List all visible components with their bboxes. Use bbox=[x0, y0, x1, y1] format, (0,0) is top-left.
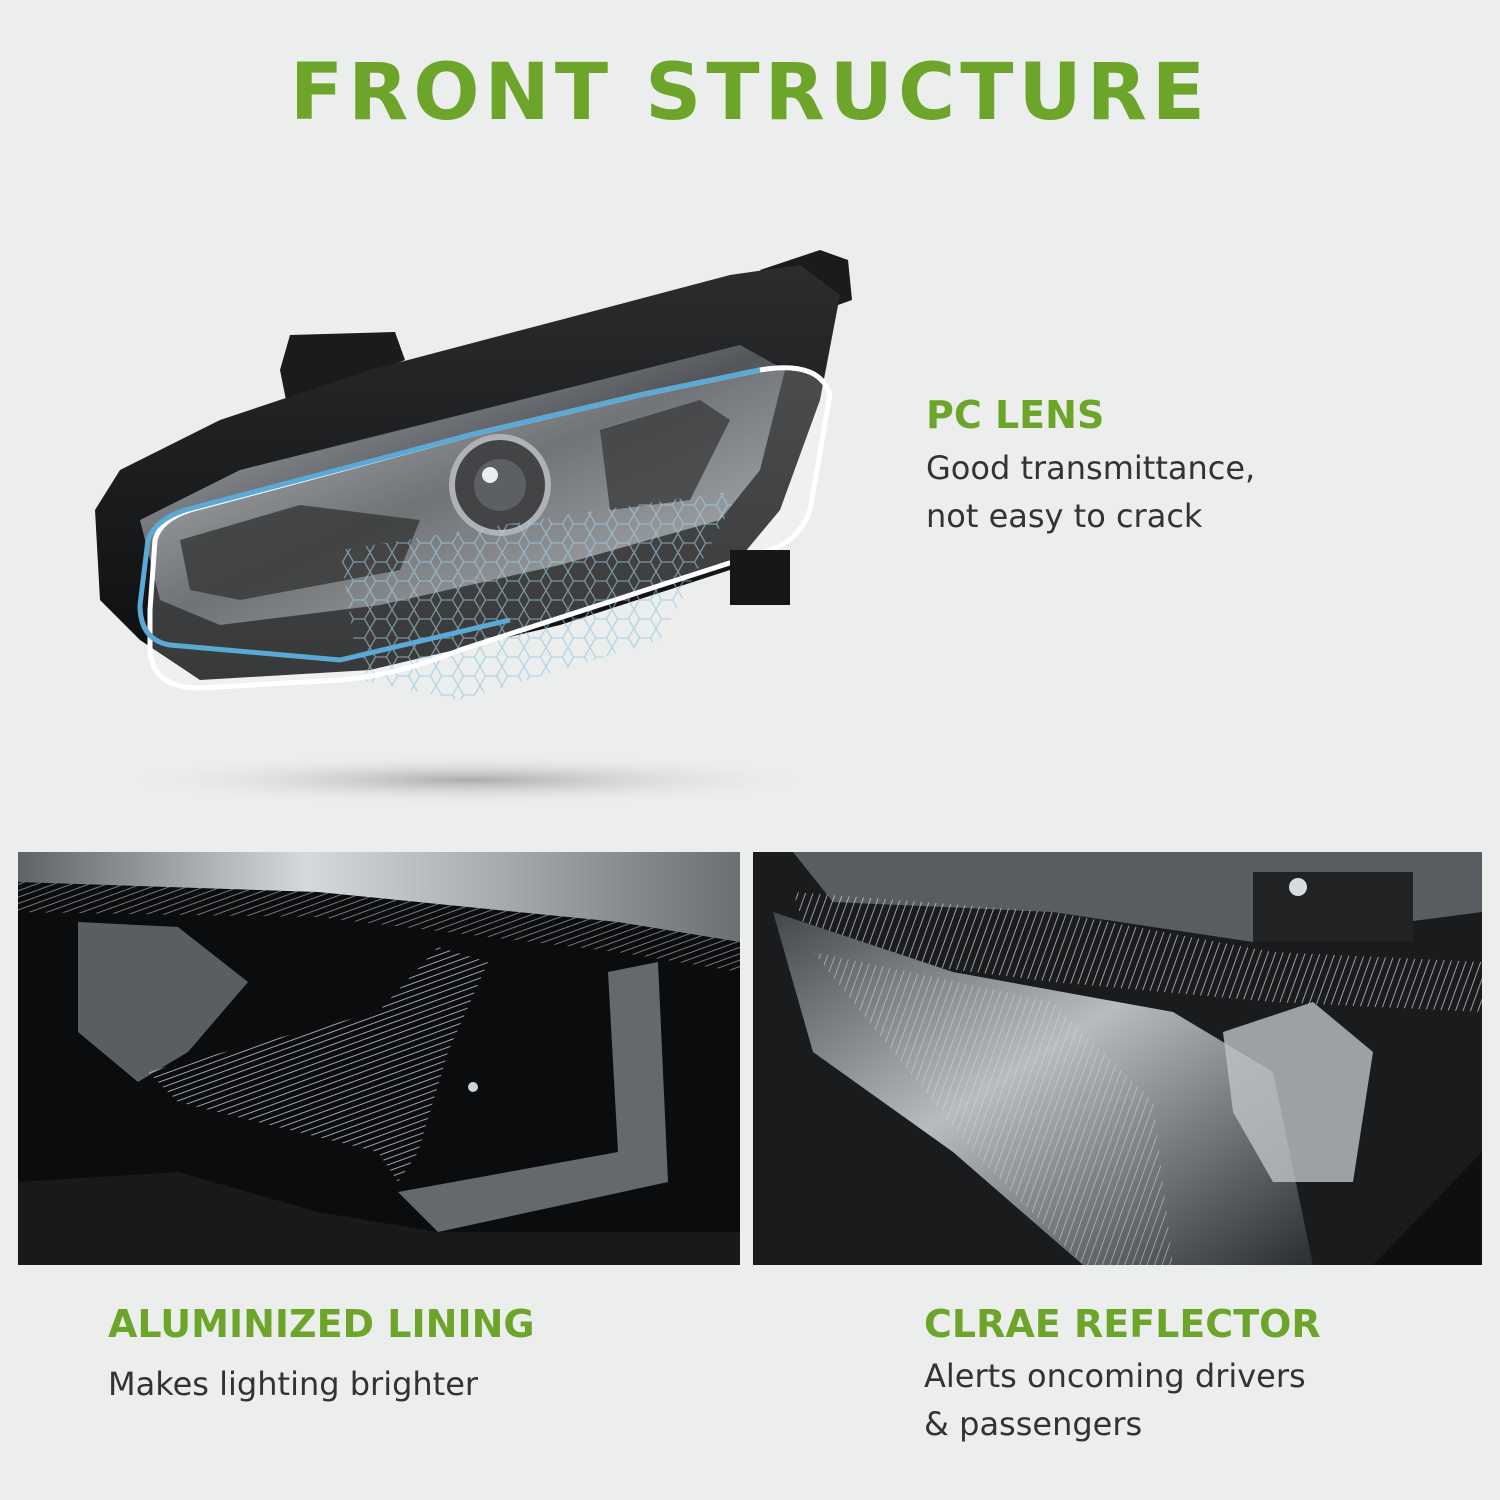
aluminized-lining-title: ALUMINIZED LINING bbox=[108, 1302, 535, 1346]
pc-lens-outline bbox=[137, 367, 761, 606]
chrome-bezel bbox=[148, 947, 488, 1182]
chrome-frame-right bbox=[398, 962, 668, 1232]
pc-lens-description-line1: Good transmittance, bbox=[926, 449, 1256, 487]
upper-reflector bbox=[78, 922, 248, 1082]
turn-signal-recess bbox=[600, 400, 730, 510]
headlight-hero-image bbox=[40, 220, 920, 820]
screw-hole bbox=[468, 1082, 478, 1092]
clear-reflector-title: CLRAE REFLECTOR bbox=[924, 1302, 1321, 1346]
projector-highlight bbox=[482, 467, 498, 483]
lower-right-housing bbox=[1373, 1152, 1482, 1265]
lower-housing bbox=[18, 1172, 740, 1265]
aluminized-lining-closeup-image bbox=[18, 852, 740, 1265]
floor-shadow bbox=[110, 754, 830, 806]
reflector-facets bbox=[813, 952, 1173, 1265]
headlight-illustration bbox=[95, 250, 852, 806]
ribbed-reflector-band bbox=[793, 892, 1482, 1012]
clear-reflector-description-line1: Alerts oncoming drivers bbox=[924, 1357, 1306, 1395]
connector-mount bbox=[1253, 872, 1413, 942]
ribbed-lens-edge bbox=[18, 882, 740, 972]
reflector-closeup-image bbox=[753, 852, 1482, 1265]
amber-lamp-chamber bbox=[1223, 1002, 1373, 1182]
pc-lens-outline-lower bbox=[137, 604, 511, 663]
adjustment-screw bbox=[1289, 878, 1307, 896]
pc-lens-description-line2: not easy to crack bbox=[926, 497, 1203, 535]
aluminized-lining-description: Makes lighting brighter bbox=[108, 1365, 479, 1403]
wiring-connector bbox=[730, 550, 790, 605]
top-chrome-strip bbox=[18, 852, 740, 942]
pc-lens-title: PC LENS bbox=[926, 393, 1105, 437]
reflector-closeup-illustration bbox=[753, 852, 1482, 1265]
page-title: FRONT STRUCTURE bbox=[289, 48, 1211, 138]
lining-closeup-illustration bbox=[18, 852, 740, 1265]
hex-pattern-overlay bbox=[340, 490, 740, 700]
clear-reflector-description-line2: & passengers bbox=[924, 1405, 1143, 1443]
